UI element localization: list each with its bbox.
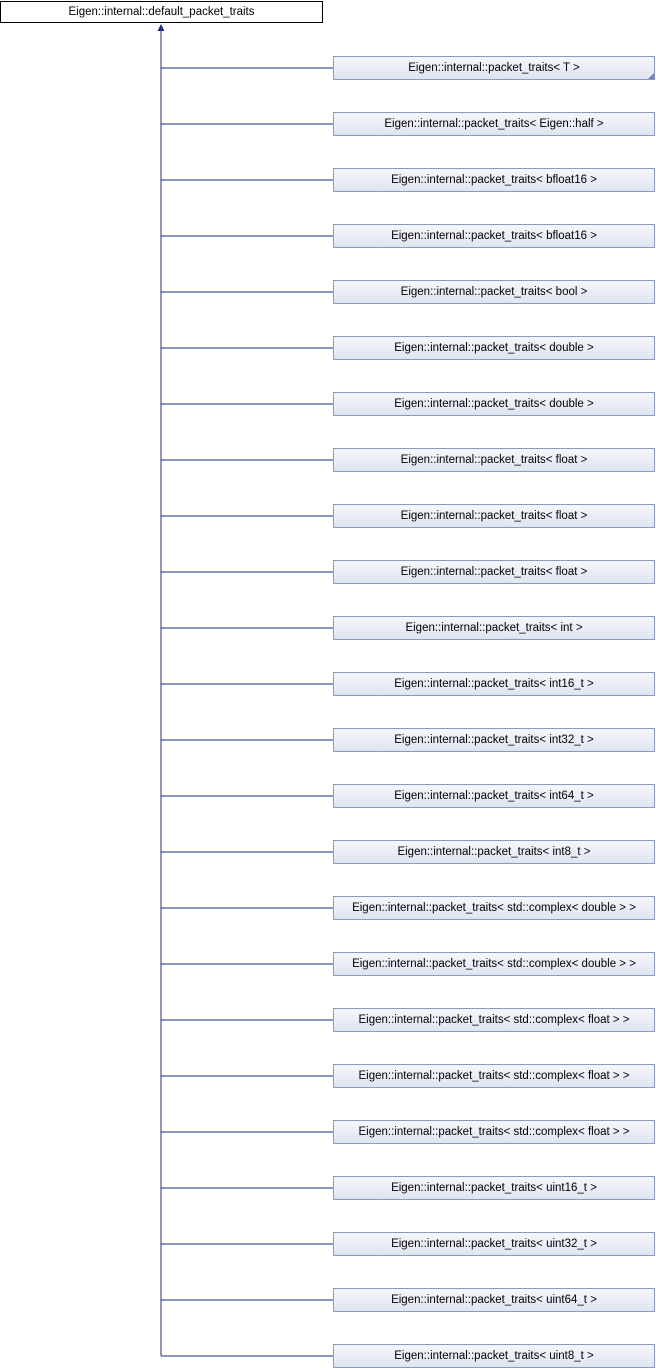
- derived-class-node[interactable]: Eigen::internal::packet_traits< std::com…: [333, 1064, 655, 1088]
- derived-class-node[interactable]: Eigen::internal::packet_traits< std::com…: [333, 896, 655, 920]
- inheritance-arrowhead-icon: [157, 24, 165, 31]
- derived-class-node[interactable]: Eigen::internal::packet_traits< Eigen::h…: [333, 112, 655, 136]
- derived-class-node[interactable]: Eigen::internal::packet_traits< double >: [333, 336, 655, 360]
- derived-class-node[interactable]: Eigen::internal::packet_traits< std::com…: [333, 1120, 655, 1144]
- folded-corner-icon: [648, 73, 654, 79]
- derived-class-node[interactable]: Eigen::internal::packet_traits< float >: [333, 448, 655, 472]
- derived-class-node[interactable]: Eigen::internal::packet_traits< uint32_t…: [333, 1232, 655, 1256]
- derived-class-node[interactable]: Eigen::internal::packet_traits< int64_t …: [333, 784, 655, 808]
- derived-class-node[interactable]: Eigen::internal::packet_traits< bfloat16…: [333, 224, 655, 248]
- derived-class-node[interactable]: Eigen::internal::packet_traits< uint8_t …: [333, 1344, 655, 1368]
- derived-class-node[interactable]: Eigen::internal::packet_traits< int8_t >: [333, 840, 655, 864]
- derived-class-node[interactable]: Eigen::internal::packet_traits< int >: [333, 616, 655, 640]
- derived-class-node[interactable]: Eigen::internal::packet_traits< int32_t …: [333, 728, 655, 752]
- derived-class-node[interactable]: Eigen::internal::packet_traits< float >: [333, 560, 655, 584]
- derived-class-node[interactable]: Eigen::internal::packet_traits< uint64_t…: [333, 1288, 655, 1312]
- derived-class-node[interactable]: Eigen::internal::packet_traits< std::com…: [333, 1008, 655, 1032]
- derived-class-node[interactable]: Eigen::internal::packet_traits< bool >: [333, 280, 655, 304]
- derived-class-node[interactable]: Eigen::internal::packet_traits< double >: [333, 392, 655, 416]
- derived-class-node[interactable]: Eigen::internal::packet_traits< bfloat16…: [333, 168, 655, 192]
- derived-class-node[interactable]: Eigen::internal::packet_traits< float >: [333, 504, 655, 528]
- derived-class-node[interactable]: Eigen::internal::packet_traits< T >: [333, 56, 655, 80]
- node-default-packet-traits[interactable]: Eigen::internal::default_packet_traits: [0, 1, 323, 23]
- derived-class-node[interactable]: Eigen::internal::packet_traits< std::com…: [333, 952, 655, 976]
- derived-class-node[interactable]: Eigen::internal::packet_traits< int16_t …: [333, 672, 655, 696]
- derived-class-node[interactable]: Eigen::internal::packet_traits< uint16_t…: [333, 1176, 655, 1200]
